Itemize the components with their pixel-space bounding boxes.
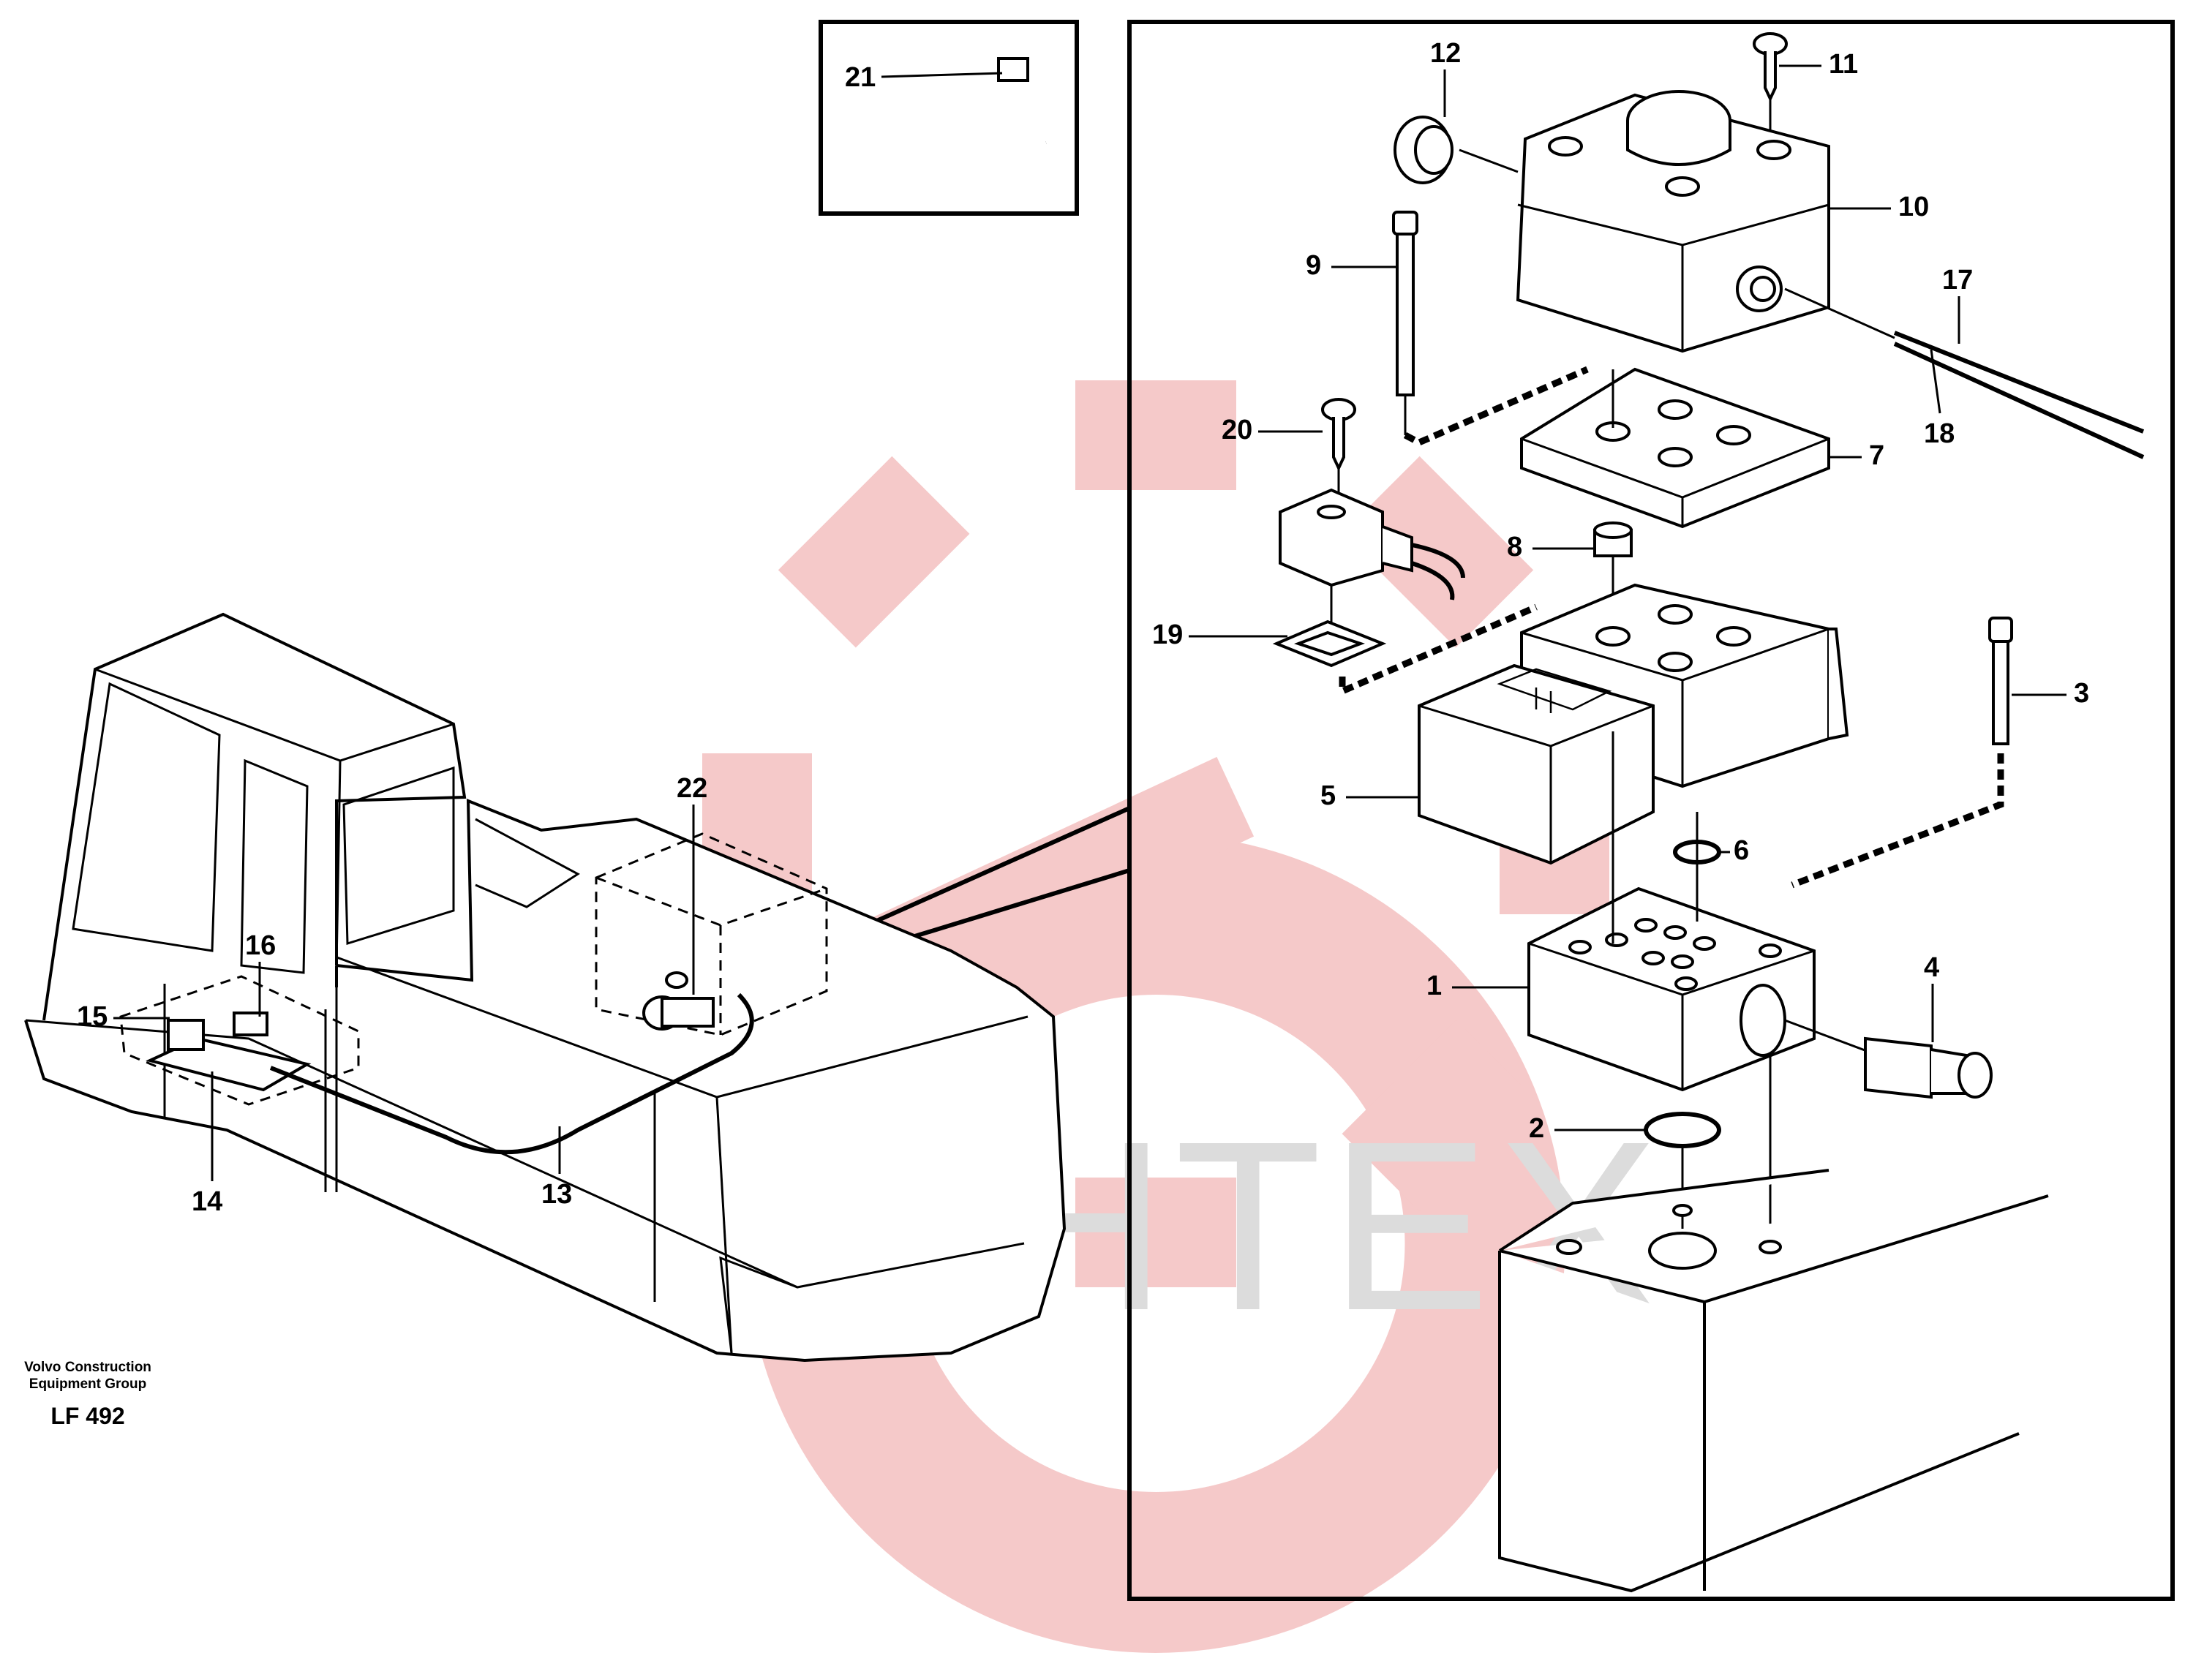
bolt-short	[1988, 617, 2013, 745]
connector-path	[1339, 603, 1538, 696]
adapter-plate	[1520, 367, 1830, 529]
callout-17: 17	[1942, 265, 1973, 295]
callout-4: 4	[1924, 952, 1939, 983]
callout-13: 13	[541, 1179, 572, 1210]
gasket	[1272, 619, 1387, 668]
callout-22: 22	[677, 773, 707, 804]
callout-21: 21	[845, 62, 876, 93]
callout-10: 10	[1898, 192, 1929, 222]
company-name: Volvo Construction Equipment Group	[24, 1360, 151, 1392]
relay-location-box	[119, 975, 360, 1106]
screw-top	[1753, 32, 1788, 132]
cable	[1893, 331, 2145, 459]
callout-15: 15	[77, 1001, 108, 1032]
callout-5: 5	[1320, 780, 1336, 811]
bolt-long	[1392, 211, 1418, 435]
cover	[1516, 90, 1830, 353]
cable-tie	[881, 57, 1047, 154]
callout-7: 7	[1869, 440, 1884, 471]
inset-box	[819, 20, 1079, 216]
valve-location-box	[595, 832, 828, 1036]
screw-small	[1321, 398, 1356, 505]
relay-bracket	[146, 1012, 312, 1092]
callout-9: 9	[1306, 250, 1321, 281]
fitting	[1784, 1019, 1993, 1099]
callout-3: 3	[2074, 678, 2089, 709]
callout-18: 18	[1924, 418, 1955, 449]
drawing-code: LF 492	[50, 1403, 125, 1429]
callout-8: 8	[1507, 532, 1522, 562]
mounting-base	[1498, 1169, 2049, 1593]
callout-2: 2	[1529, 1113, 1544, 1144]
callout-19: 19	[1152, 619, 1183, 650]
bolt-path-2	[1791, 753, 2004, 889]
callout-1: 1	[1426, 971, 1442, 1001]
valve-body	[1527, 886, 1816, 1092]
callout-6: 6	[1734, 835, 1749, 866]
callout-20: 20	[1222, 415, 1252, 445]
callout-12: 12	[1430, 38, 1461, 69]
solenoid	[1418, 583, 1849, 865]
plug	[1394, 116, 1519, 184]
connector	[1279, 488, 1465, 636]
callout-11: 11	[1829, 49, 1858, 80]
cable-harness	[269, 992, 754, 1155]
callout-14: 14	[192, 1186, 222, 1217]
bolt-path	[1403, 366, 1589, 446]
callouts: 1 2 3 4 5 6 7 8 9 10 11 12 13	[77, 38, 2089, 1217]
excavator-outline	[24, 612, 1067, 1363]
callout-16: 16	[245, 930, 276, 961]
valve-on-machine	[642, 971, 715, 1031]
